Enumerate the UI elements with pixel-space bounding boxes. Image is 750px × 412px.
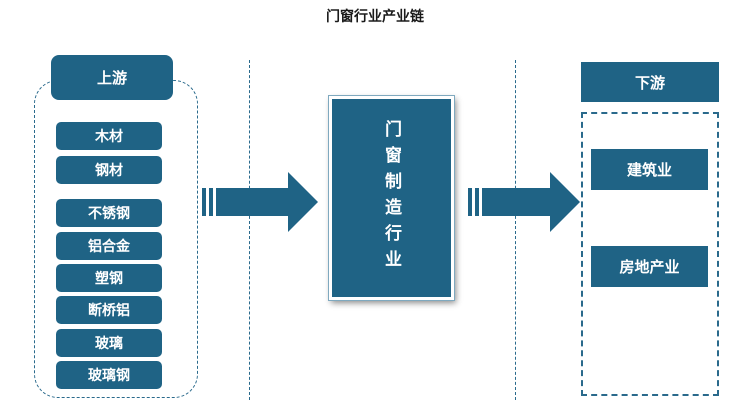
center-industry-label: 门窗制造行业 bbox=[381, 120, 401, 276]
divider-right bbox=[515, 60, 516, 400]
upstream-item: 玻璃 bbox=[56, 329, 162, 357]
flow-arrow-right bbox=[468, 172, 580, 232]
upstream-header: 上游 bbox=[51, 55, 173, 100]
upstream-item: 塑钢 bbox=[56, 264, 162, 292]
upstream-item: 铝合金 bbox=[56, 232, 162, 260]
upstream-item: 玻璃钢 bbox=[56, 361, 162, 389]
flow-arrow-left bbox=[202, 172, 318, 232]
divider-left bbox=[249, 60, 250, 400]
diagram-title: 门窗行业产业链 bbox=[326, 9, 424, 25]
upstream-item: 不锈钢 bbox=[56, 199, 162, 227]
downstream-header: 下游 bbox=[581, 62, 719, 102]
upstream-item: 钢材 bbox=[56, 156, 162, 184]
center-industry-box: 门窗制造行业 bbox=[328, 95, 455, 301]
downstream-item: 建筑业 bbox=[591, 149, 708, 190]
downstream-frame bbox=[581, 112, 719, 396]
downstream-item: 房地产业 bbox=[591, 246, 708, 287]
upstream-item: 木材 bbox=[56, 122, 162, 150]
upstream-item: 断桥铝 bbox=[56, 296, 162, 324]
